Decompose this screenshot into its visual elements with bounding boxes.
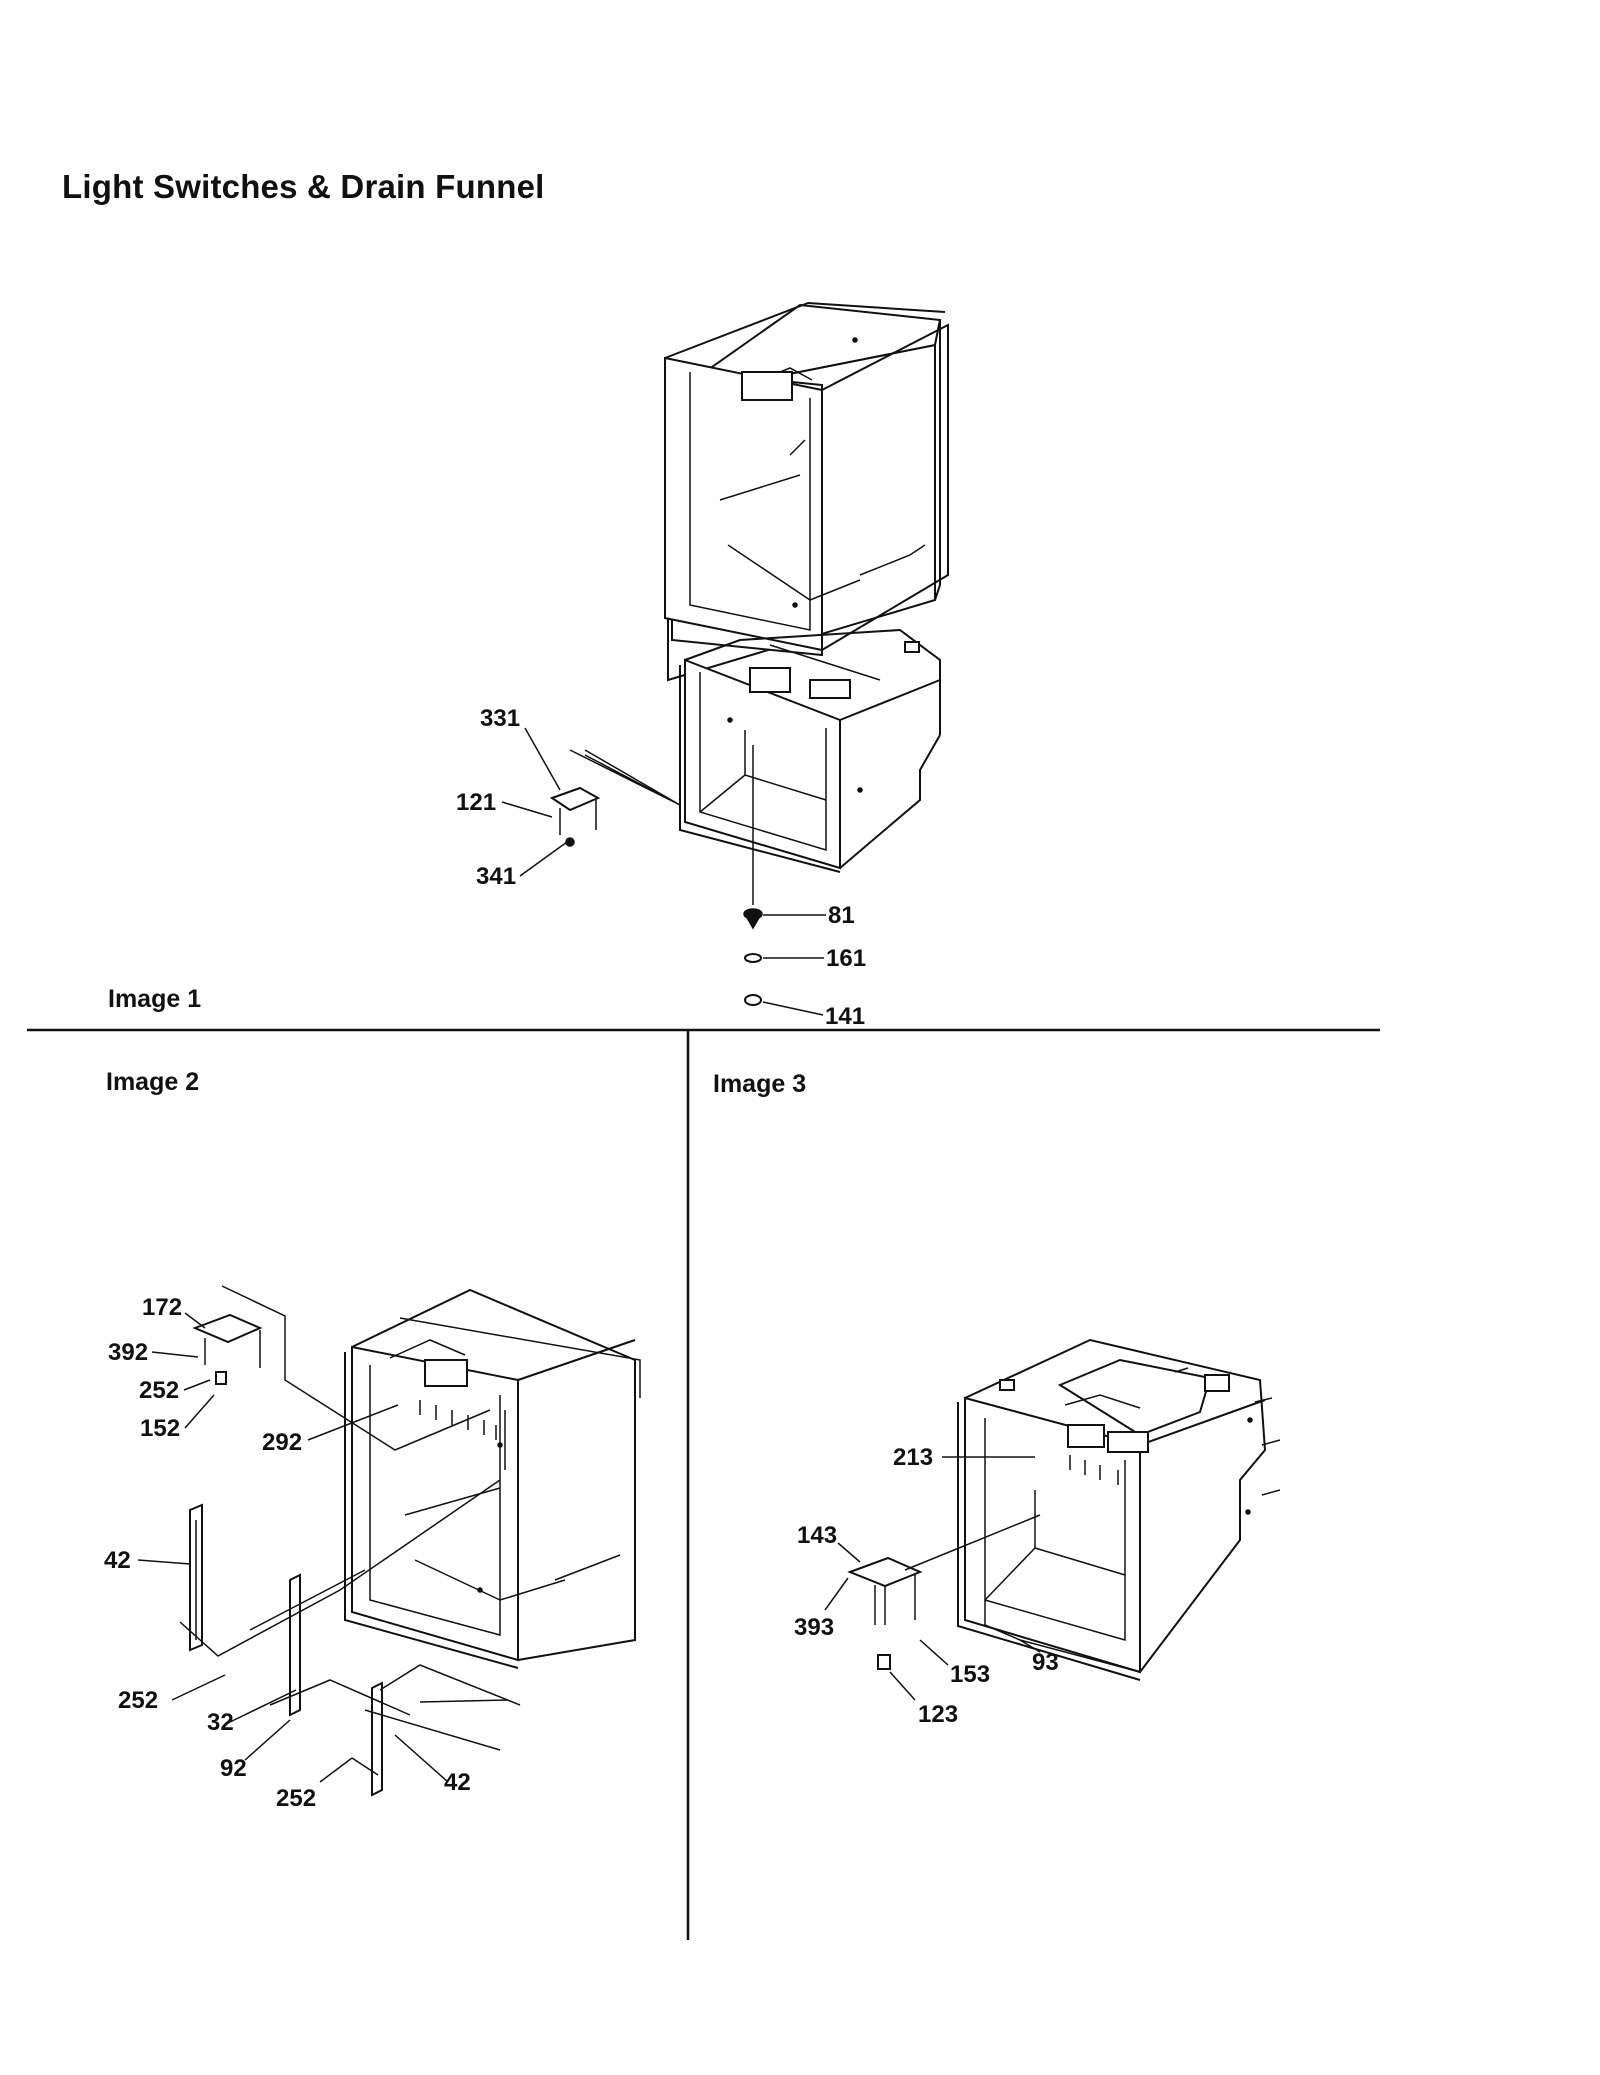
panel-label-image-1: Image 1: [108, 985, 202, 1013]
page-title: Light Switches & Drain Funnel: [62, 168, 545, 205]
callout-121: 121: [456, 789, 496, 816]
callout-152: 152: [140, 1415, 180, 1442]
callout-292: 292: [262, 1429, 302, 1456]
liner-image-3: [957, 1338, 1267, 1681]
callout-252-top: 252: [139, 1377, 179, 1404]
panel-label-image-2: Image 2: [106, 1068, 200, 1096]
callout-42-right: 42: [444, 1769, 471, 1796]
callout-123: 123: [918, 1701, 958, 1728]
callout-252-bottom: 252: [276, 1785, 316, 1812]
rail-42-right: [371, 1681, 383, 1797]
drain-gasket-161: [744, 953, 762, 963]
callout-172: 172: [142, 1294, 182, 1321]
callout-213: 213: [893, 1444, 933, 1471]
screws-image-3: [1069, 1367, 1281, 1496]
screws-292: [419, 1400, 497, 1440]
image-3-assembly: 213 143 393 153 93 123: [794, 1338, 1281, 1728]
drain-funnel-81: [743, 908, 763, 930]
callout-161: 161: [826, 945, 866, 972]
rail-32: [289, 1573, 301, 1717]
image-1-assembly: 331 121 341 81 161 141: [456, 301, 949, 1030]
callout-143: 143: [797, 1522, 837, 1549]
panel-label-image-3: Image 3: [713, 1070, 807, 1098]
callout-393: 393: [794, 1614, 834, 1641]
light-switch-143: [847, 1556, 923, 1670]
light-switch-331: [549, 786, 601, 847]
callout-93: 93: [1032, 1649, 1059, 1676]
rail-42-left: [189, 1503, 203, 1652]
callout-141: 141: [825, 1003, 865, 1030]
liner-image-2: [344, 1288, 641, 1669]
callout-252-left: 252: [118, 1687, 158, 1714]
lower-liner: [679, 628, 941, 873]
callout-42-left: 42: [104, 1547, 131, 1574]
callout-331: 331: [480, 705, 520, 732]
callout-32: 32: [207, 1709, 234, 1736]
callout-92: 92: [220, 1755, 247, 1782]
callout-341: 341: [476, 863, 516, 890]
callout-392: 392: [108, 1339, 148, 1366]
drain-cap-141: [744, 994, 762, 1006]
light-switch-172: [192, 1313, 263, 1385]
callout-153: 153: [950, 1661, 990, 1688]
callout-81: 81: [828, 902, 855, 929]
image-2-assembly: 172 392 252 152 292 42 252 32 92 252 42: [104, 1285, 641, 1812]
upper-liner: [664, 301, 949, 682]
